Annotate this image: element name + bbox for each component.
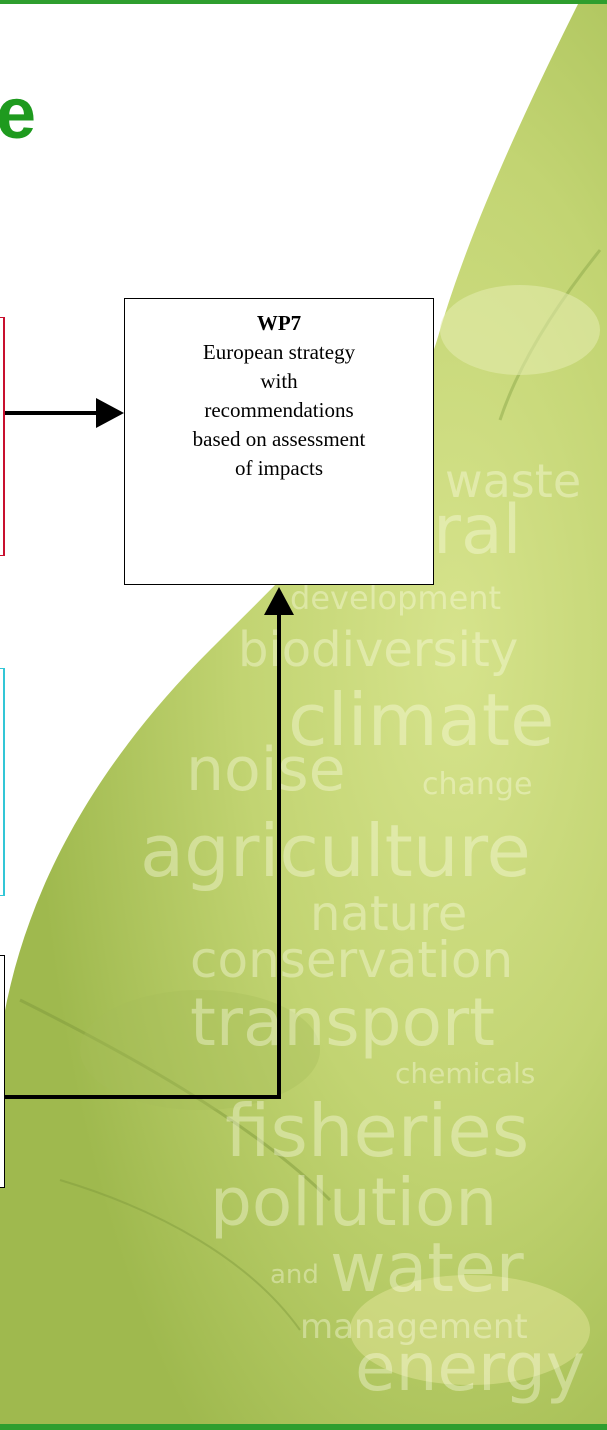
watermark-word: and — [270, 1260, 319, 1290]
wp7-description-line: based on assessment — [192, 427, 366, 451]
wp7-description-line: of impacts — [234, 456, 324, 480]
watermark-word: biodiversity — [238, 622, 519, 678]
watermark-word: water — [330, 1229, 524, 1308]
watermark-word: transport — [190, 984, 495, 1061]
wp7-description-line: European strategy — [202, 340, 356, 364]
watermark-word: pollution — [210, 1164, 498, 1241]
watermark-word: change — [422, 767, 533, 802]
watermark-word: ral — [433, 491, 522, 570]
top-frame-border — [0, 0, 607, 4]
arrow-red-to-wp7-head — [96, 398, 124, 428]
watermark-word: energy — [355, 1329, 585, 1406]
slide-title-fragment: e — [0, 74, 37, 154]
watermark-word: management — [300, 1307, 528, 1347]
watermark-word: nature — [310, 886, 468, 942]
watermark-word: waste — [445, 454, 582, 508]
arrow-black-to-wp7-head — [264, 587, 294, 615]
wp-box-cyan-partial — [0, 668, 5, 896]
wp7-box: WP7 European strategy with recommendatio… — [124, 298, 434, 585]
watermark-word: development — [290, 579, 502, 617]
watermark-word: noise — [186, 735, 346, 805]
watermark-word: chemicals — [395, 1057, 536, 1090]
watermark-word: climate — [288, 678, 555, 762]
watermark-word: conservation — [190, 931, 514, 989]
watermark-word: fisheries — [225, 1089, 530, 1173]
wp7-description-line: recommendations — [204, 398, 354, 422]
arrow-black-to-wp7 — [5, 610, 281, 1099]
wp7-description: European strategy with recommendations b… — [137, 338, 421, 483]
watermark-word: agriculture — [140, 809, 531, 893]
wp7-description-line: with — [260, 369, 298, 393]
bottom-frame-border — [0, 1424, 607, 1430]
wp-box-red-partial — [0, 317, 5, 556]
wp-box-black-partial — [0, 955, 5, 1188]
wp7-title: WP7 — [256, 311, 302, 335]
